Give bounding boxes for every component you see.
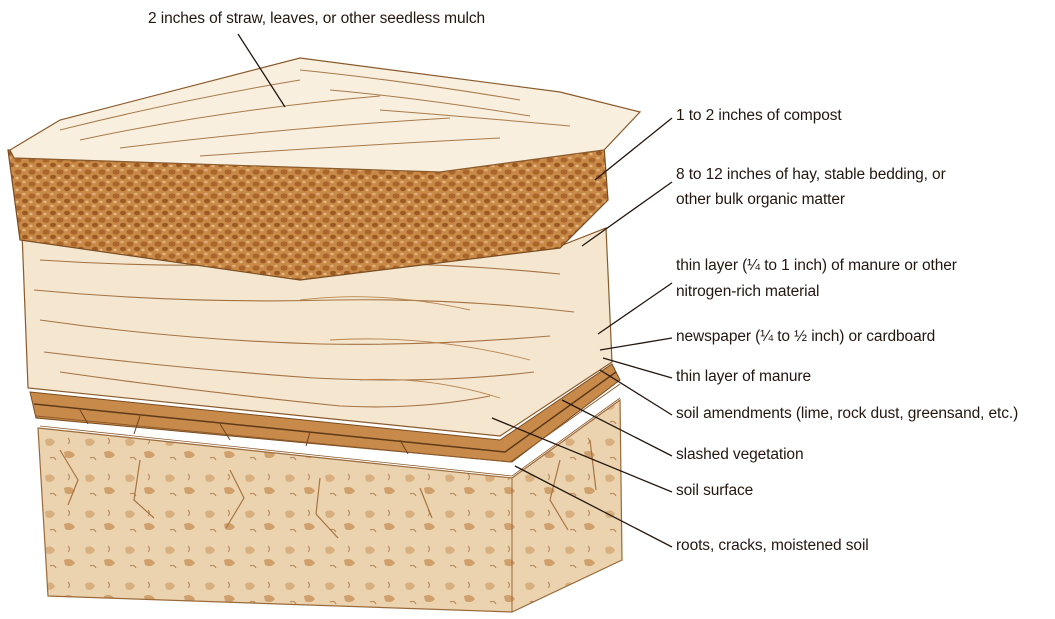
label-hay: 8 to 12 inches of hay, stable bedding, o… xyxy=(676,162,976,212)
label-manure-thin: thin layer (¼ to 1 inch) of manure or ot… xyxy=(676,253,976,305)
label-amendments: soil amendments (lime, rock dust, greens… xyxy=(676,405,1018,423)
label-compost: 1 to 2 inches of compost xyxy=(676,107,842,125)
label-roots: roots, cracks, moistened soil xyxy=(676,537,869,555)
label-manure: thin layer of manure xyxy=(676,368,811,386)
label-soil-surface: soil surface xyxy=(676,482,753,500)
label-newspaper: newspaper (¼ to ½ inch) or cardboard xyxy=(676,328,935,346)
label-mulch: 2 inches of straw, leaves, or other seed… xyxy=(148,10,485,28)
mulch-layer xyxy=(10,58,640,172)
label-vegetation: slashed vegetation xyxy=(676,446,803,464)
